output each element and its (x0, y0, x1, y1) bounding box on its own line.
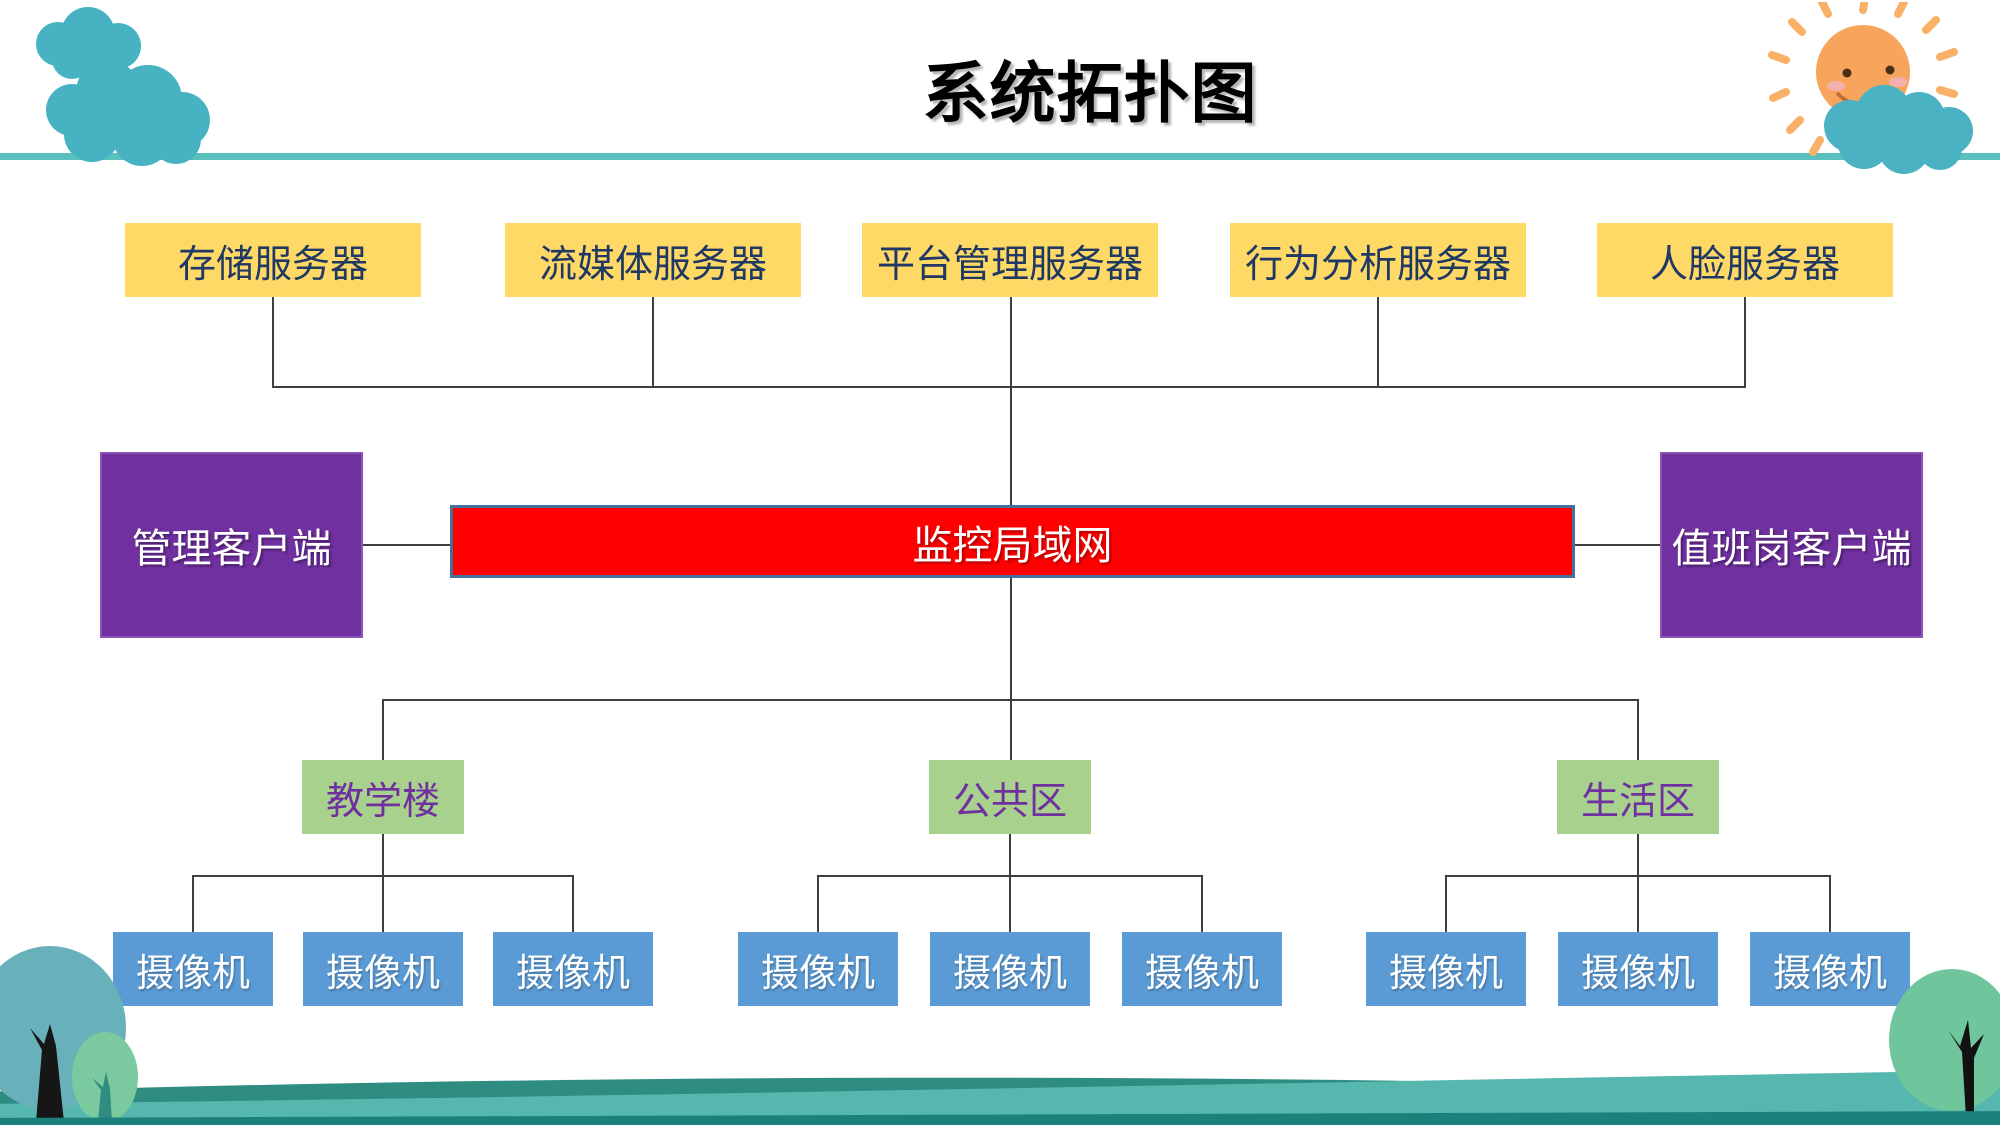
tree-right-icon (1889, 969, 2000, 1118)
connector-line (817, 875, 1203, 877)
network-bus-box: 监控局域网 (450, 505, 1575, 578)
connector-line (192, 875, 194, 932)
client-box-management: 管理客户端 (100, 452, 363, 638)
camera-box: 摄像机 (113, 932, 273, 1006)
connector-line (382, 699, 384, 760)
camera-box: 摄像机 (493, 932, 653, 1006)
camera-box: 摄像机 (1366, 932, 1526, 1006)
zone-box-living: 生活区 (1557, 760, 1719, 834)
camera-box: 摄像机 (1558, 932, 1718, 1006)
connector-line (1829, 875, 1831, 932)
clouds-icon (36, 7, 210, 166)
camera-box: 摄像机 (930, 932, 1090, 1006)
server-box-storage: 存储服务器 (125, 223, 421, 297)
zone-box-teaching: 教学楼 (302, 760, 464, 834)
connector-line (1744, 297, 1746, 388)
camera-box: 摄像机 (1122, 932, 1282, 1006)
connector-line (1201, 875, 1203, 932)
connector-line (382, 699, 1638, 701)
camera-box: 摄像机 (1750, 932, 1910, 1006)
connector-line (1445, 875, 1447, 932)
connector-line (272, 386, 1746, 388)
connector-line (652, 297, 654, 388)
connector-line (382, 834, 384, 932)
tree-left-small-icon (72, 1032, 138, 1122)
connector-line (572, 875, 574, 932)
sun-cloud-icon (1824, 85, 1973, 174)
connector-line (817, 875, 819, 932)
bottom-scenery (0, 946, 2000, 1125)
connector-line (1445, 875, 1831, 877)
server-box-media: 流媒体服务器 (505, 223, 801, 297)
camera-box: 摄像机 (303, 932, 463, 1006)
hill-light (0, 1070, 2000, 1125)
connector-line (1637, 834, 1639, 932)
connector-line (1010, 297, 1012, 505)
ground-strip (0, 1111, 2000, 1125)
connector-line (1637, 699, 1639, 760)
connector-line (272, 297, 274, 388)
divider-line (0, 153, 2000, 160)
connector-line (1575, 544, 1660, 546)
server-box-behavior: 行为分析服务器 (1230, 223, 1526, 297)
connector-line (1377, 297, 1379, 388)
client-box-duty: 值班岗客户端 (1660, 452, 1923, 638)
camera-box: 摄像机 (738, 932, 898, 1006)
server-box-platform: 平台管理服务器 (862, 223, 1158, 297)
connector-line (363, 544, 450, 546)
zone-box-public: 公共区 (929, 760, 1091, 834)
server-box-face: 人脸服务器 (1597, 223, 1893, 297)
connector-line (192, 875, 574, 877)
connector-line (1010, 578, 1012, 760)
connector-line (1009, 834, 1011, 932)
sun-icon (1768, 2, 1973, 174)
page-title: 系统拓扑图 (922, 56, 1258, 130)
